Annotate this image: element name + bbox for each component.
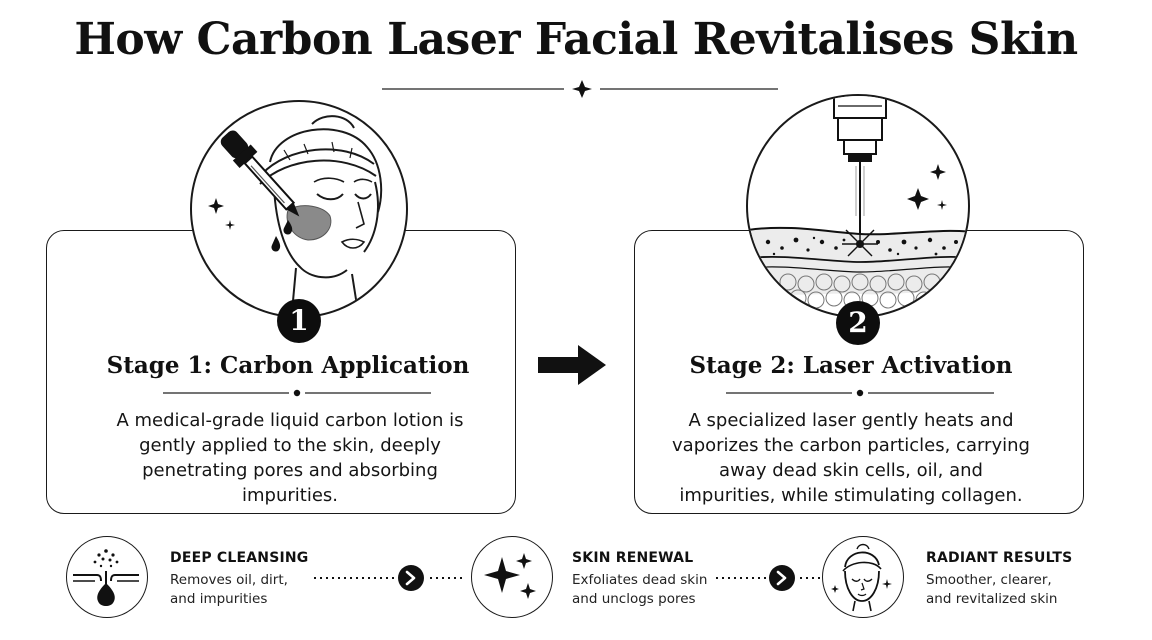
stage-1-description: A medical-grade liquid carbon lotion is … <box>116 410 464 506</box>
sparkles-icon <box>484 553 536 599</box>
stage-1-number-badge: 1 <box>277 299 321 343</box>
title-divider <box>382 80 778 98</box>
stage-1-illustration <box>190 100 408 318</box>
laser-skin-layers-icon <box>748 96 968 309</box>
stage-2-ornament <box>726 389 994 397</box>
benefit-1-line-2: and impurities <box>170 591 268 607</box>
pore-cleansing-icon <box>73 549 139 606</box>
benefit-1-icon-circle <box>66 536 148 618</box>
connector-1 <box>314 565 464 591</box>
stage-1-ornament <box>163 389 431 397</box>
stage-2-illustration <box>746 94 970 318</box>
benefit-3-icon-circle <box>822 536 904 618</box>
benefit-3-line-1: Smoother, clearer, <box>926 572 1052 588</box>
page-title: How Carbon Laser Facial Revitalises Skin <box>74 14 1078 65</box>
benefit-2-line-2: and unclogs pores <box>572 591 696 607</box>
benefit-3-line-2: and revitalized skin <box>926 591 1058 607</box>
benefit-3-title: RADIANT RESULTS <box>926 550 1073 566</box>
glowing-face-icon <box>831 543 892 612</box>
stage-2-number-badge: 2 <box>836 301 880 345</box>
stage-arrow-icon <box>538 345 606 385</box>
benefit-1-title: DEEP CLEANSING <box>170 550 309 566</box>
benefit-2-line-1: Exfoliates dead skin <box>572 572 708 588</box>
benefit-2-title: SKIN RENEWAL <box>572 550 694 566</box>
connector-2 <box>716 565 822 591</box>
benefit-1-line-1: Removes oil, dirt, <box>170 572 288 588</box>
stage-1-title: Stage 1: Carbon Application <box>106 352 470 379</box>
stage-2-description: A specialized laser gently heats and vap… <box>672 410 1030 506</box>
stage-2-title: Stage 2: Laser Activation <box>689 352 1013 379</box>
benefit-2-icon-circle <box>471 536 553 618</box>
face-with-dropper-icon <box>208 115 383 313</box>
